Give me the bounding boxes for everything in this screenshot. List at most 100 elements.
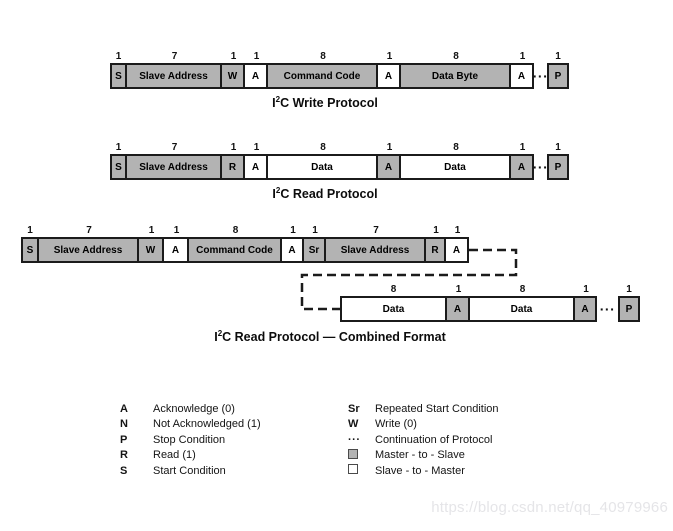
- legend-square: [348, 448, 358, 459]
- legend-description: Master - to - Slave: [375, 449, 465, 462]
- field-box: A: [378, 63, 401, 89]
- bit-count-label: 1: [230, 142, 237, 153]
- bit-count-label: 8: [390, 284, 397, 295]
- field-box: S: [21, 237, 39, 263]
- field-box: R: [222, 154, 245, 180]
- bit-count-label: 8: [320, 51, 326, 62]
- field-box: A: [447, 296, 470, 322]
- legend-key: A: [120, 402, 128, 415]
- field-box: R: [426, 237, 446, 263]
- bit-count-label: 1: [115, 142, 122, 153]
- bit-count-label: 1: [230, 51, 237, 62]
- legend-description: Stop Condition: [153, 433, 226, 446]
- bit-count-label: [534, 50, 547, 63]
- bit-count-label: 1: [583, 284, 589, 295]
- legend-description: Continuation of Protocol: [375, 433, 493, 446]
- read-protocol-title: I2C Read Protocol: [272, 185, 378, 201]
- legend-item: ··· Continuation of Protocol: [348, 432, 499, 448]
- slave-to-master-square-icon: [348, 464, 375, 477]
- field-box: Slave Address: [127, 63, 222, 89]
- field-box: Data: [401, 154, 511, 180]
- field-box: S: [110, 154, 127, 180]
- legend-square: [348, 464, 358, 475]
- field-box: Data: [340, 296, 447, 322]
- bit-count-label: 1: [455, 284, 462, 295]
- continuation-dots-glyph: ···: [532, 159, 549, 175]
- field-box: P: [547, 154, 569, 180]
- legend-key: Sr: [348, 402, 360, 415]
- bit-count-label: 7: [171, 142, 178, 153]
- continuation-dots-icon: ···: [348, 433, 361, 446]
- legend-description: Not Acknowledged (1): [153, 418, 261, 431]
- master-to-slave-square-icon: [348, 448, 375, 462]
- bit-count-label: 1: [386, 51, 393, 62]
- csdn-watermark: https://blog.csdn.net/qq_40979966: [431, 499, 668, 516]
- bit-count-label: 8: [453, 142, 459, 153]
- bit-count-label: 1: [626, 284, 632, 295]
- field-box: Sr: [304, 237, 326, 263]
- legend-item: Slave - to - Master: [348, 463, 499, 479]
- bit-count-label: [597, 283, 618, 296]
- bit-count-label: 1: [173, 225, 180, 236]
- legend-description: Start Condition: [153, 464, 226, 477]
- legend-description: Write (0): [375, 418, 417, 431]
- field-box: W: [139, 237, 164, 263]
- field-box: A: [378, 154, 401, 180]
- field-box: W: [222, 63, 245, 89]
- bit-count-label: 1: [555, 142, 561, 153]
- field-box: A: [511, 154, 534, 180]
- field-box: Data: [268, 154, 378, 180]
- bit-count-label: 1: [519, 142, 526, 153]
- bit-count-label: 7: [373, 225, 379, 236]
- legend-item: Master - to - Slave: [348, 448, 499, 464]
- legend-key: N: [120, 418, 128, 431]
- bit-count-label: 1: [253, 51, 260, 62]
- bit-count-label: 8: [453, 51, 459, 62]
- field-box: A: [245, 63, 268, 89]
- continuation-dots-glyph: ···: [599, 301, 616, 317]
- legend-item: N Not Acknowledged (1): [120, 417, 261, 433]
- field-box: A: [575, 296, 597, 322]
- legend-key: R: [120, 449, 128, 462]
- field-box: Command Code: [268, 63, 378, 89]
- bit-count-label: 1: [27, 225, 33, 236]
- field-box: A: [511, 63, 534, 89]
- continuation-dots: ···: [533, 50, 548, 89]
- legend-description: Slave - to - Master: [375, 464, 465, 477]
- bit-count-label: 1: [454, 225, 461, 236]
- continuation-dots: ···: [597, 283, 618, 322]
